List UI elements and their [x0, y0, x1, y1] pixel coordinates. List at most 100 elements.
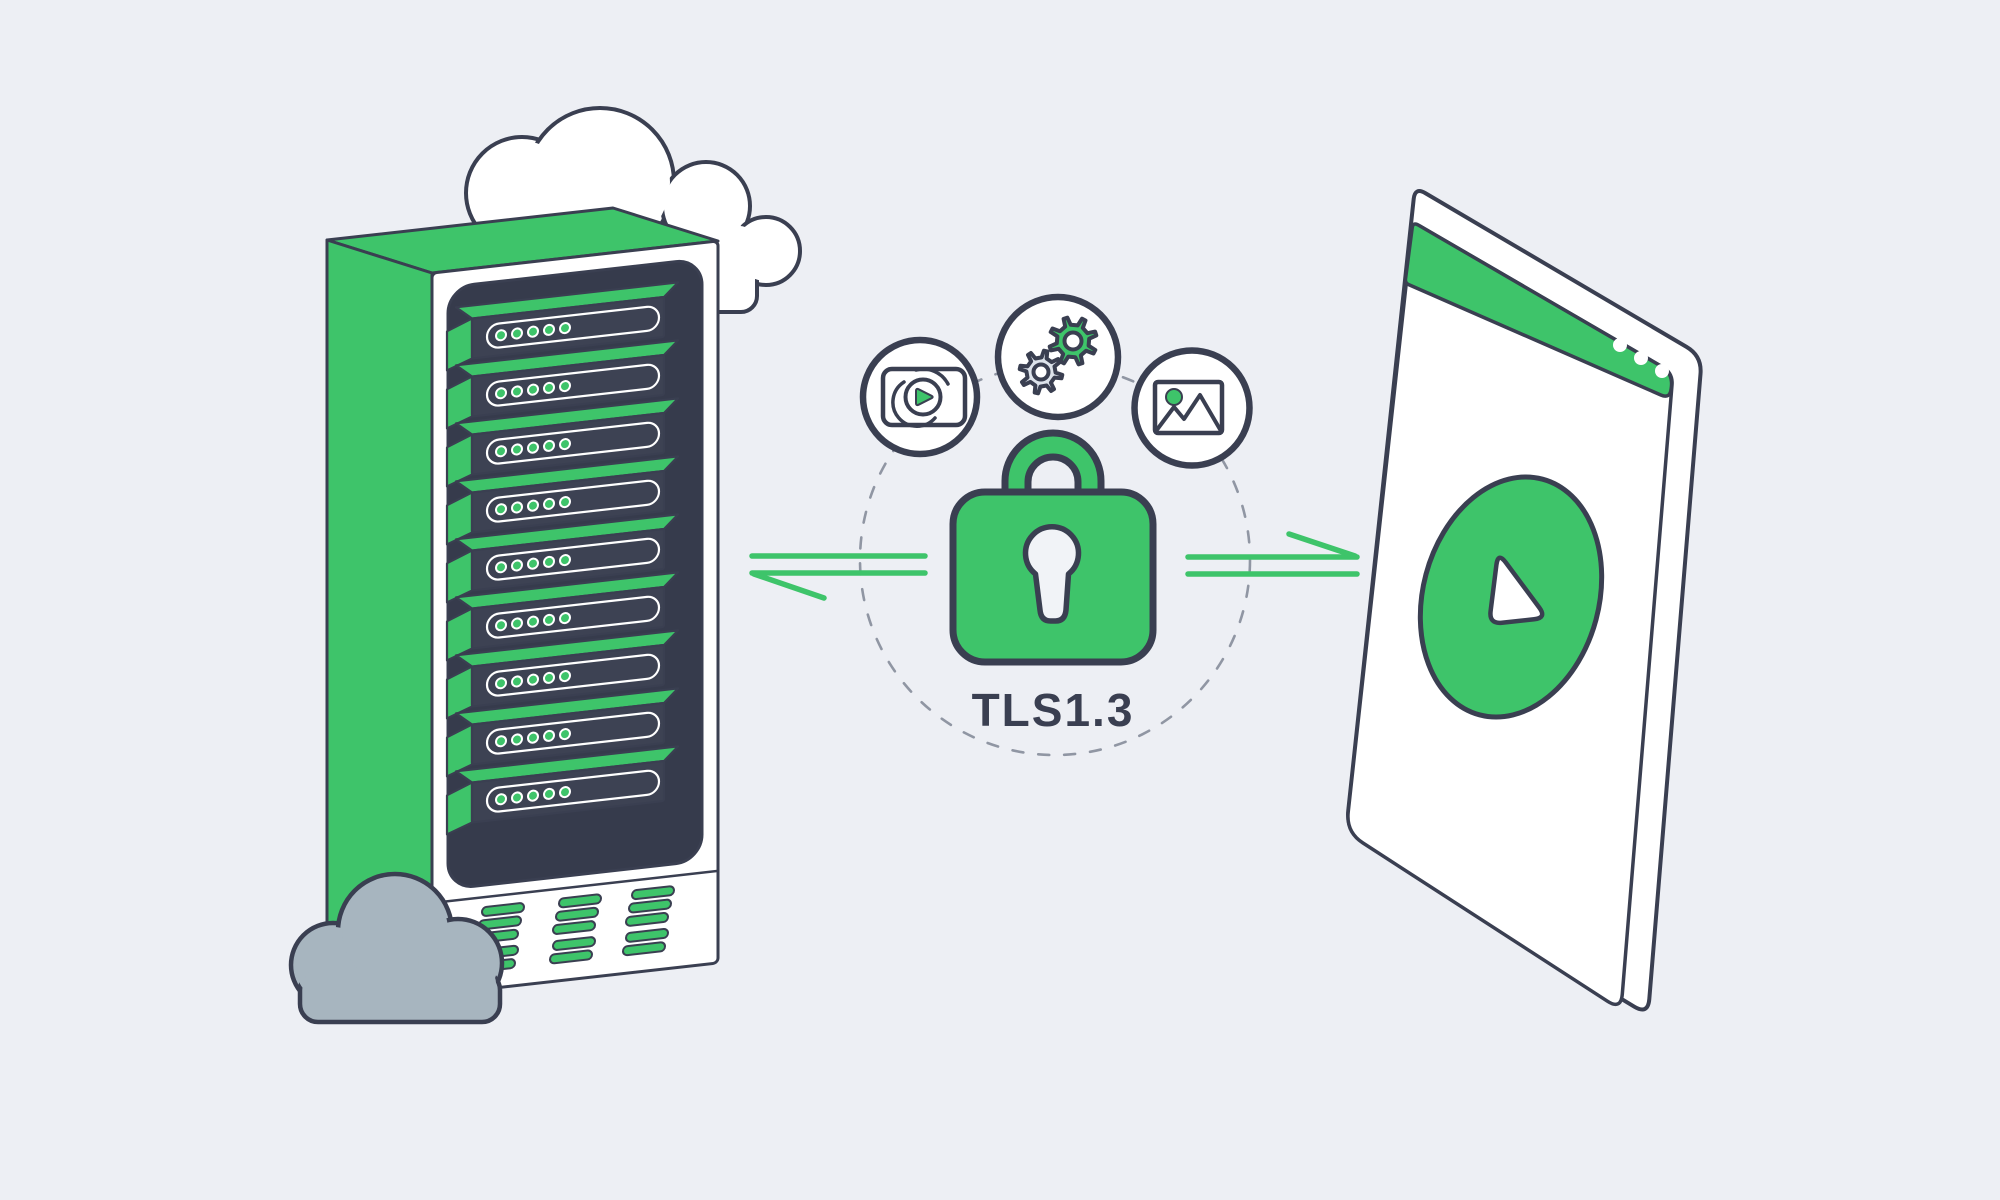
- vent-slat: [549, 949, 593, 965]
- blade-led: [511, 327, 523, 340]
- blade-led: [543, 323, 555, 336]
- blade-led: [527, 557, 539, 570]
- vent-slat: [625, 927, 669, 943]
- video-arc: [914, 367, 950, 386]
- window-dot: [1634, 351, 1648, 365]
- blade-led: [527, 325, 539, 338]
- server-blade: [445, 513, 680, 604]
- blade-led: [511, 733, 523, 746]
- video-arc: [891, 380, 937, 428]
- blade-led: [559, 612, 571, 625]
- blade-led: [543, 671, 555, 684]
- server-front: [430, 239, 720, 996]
- blade-led: [527, 615, 539, 628]
- tls-lock: TLS1.3: [949, 429, 1157, 736]
- gray-cloud: [288, 871, 505, 1025]
- blade-led: [495, 503, 507, 516]
- server-base-seam: [430, 869, 720, 905]
- server-blade: [445, 687, 680, 778]
- device-title-bar: [1403, 222, 1674, 398]
- server-blade: [445, 455, 680, 546]
- blade-led: [543, 381, 555, 394]
- image-mountains: [1154, 393, 1223, 433]
- arrow-left: [749, 553, 928, 601]
- server-blade: [445, 745, 680, 836]
- blade-led: [559, 728, 571, 741]
- transfer-arrows: [749, 531, 1360, 601]
- server-rack: [325, 206, 720, 996]
- server-blade: [445, 339, 680, 430]
- lock-keyhole: [1022, 524, 1082, 624]
- blade-slot: [485, 769, 661, 813]
- blade-led: [511, 501, 523, 514]
- blade-led: [559, 554, 571, 567]
- arrow-barb: [1286, 531, 1358, 559]
- vent-slat: [558, 893, 602, 909]
- blade-led: [527, 499, 539, 512]
- blade-slot: [485, 479, 661, 523]
- gear-hub: [1062, 330, 1084, 352]
- badge-image: [1131, 347, 1253, 469]
- badge-gears: [994, 293, 1122, 421]
- blade-led: [559, 786, 571, 799]
- server-blade: [445, 397, 680, 488]
- lock-shackle: [1001, 429, 1105, 514]
- blade-led: [511, 791, 523, 804]
- blade-led: [543, 787, 555, 800]
- vent-group: [622, 885, 675, 957]
- blade-slot: [485, 305, 661, 349]
- blade-led: [511, 675, 523, 688]
- image-icon: [1152, 379, 1225, 436]
- gear-hub: [1031, 362, 1051, 382]
- blade-led: [527, 441, 539, 454]
- server-blade: [445, 571, 680, 662]
- blade-slot: [485, 363, 661, 407]
- vent-slat: [552, 936, 596, 951]
- arrow-right: [1185, 531, 1360, 577]
- blade-led: [495, 677, 507, 690]
- client-device: [1346, 189, 1703, 1012]
- blade-led: [543, 729, 555, 742]
- blade-led: [559, 496, 571, 509]
- badge-video: [859, 336, 981, 458]
- blade-slot: [485, 595, 661, 639]
- cloud-fill: [304, 968, 496, 1018]
- blade-led: [527, 383, 539, 396]
- blade-slot: [485, 711, 661, 755]
- blade-led: [495, 387, 507, 400]
- blade-led: [495, 445, 507, 458]
- blade-led: [543, 555, 555, 568]
- window-dot: [1655, 364, 1669, 378]
- badge-circle: [994, 293, 1122, 421]
- blade-led: [511, 617, 523, 630]
- image-sun-dot: [1165, 388, 1183, 406]
- blade-led: [511, 385, 523, 398]
- server-blade: [445, 629, 680, 720]
- blade-led: [559, 438, 571, 451]
- vent-slat: [628, 898, 672, 914]
- blade-slot: [485, 653, 661, 697]
- vent-slat: [481, 902, 525, 917]
- blade-led: [543, 497, 555, 510]
- blade-led: [559, 670, 571, 683]
- blade-led: [527, 673, 539, 686]
- vent-slat: [555, 906, 599, 922]
- blade-slot: [485, 421, 661, 465]
- play-icon: [915, 387, 934, 407]
- vent-group: [549, 893, 602, 965]
- play-icon: [1488, 555, 1545, 626]
- blade-led: [495, 561, 507, 574]
- vent-slat: [625, 911, 669, 927]
- blade-led: [559, 380, 571, 393]
- blade-slot: [485, 537, 661, 581]
- blade-led: [511, 443, 523, 456]
- arrow-barb: [751, 571, 827, 601]
- window-dot: [1613, 338, 1627, 352]
- blade-led: [543, 613, 555, 626]
- blade-led: [511, 559, 523, 572]
- blade-led: [495, 619, 507, 632]
- vent-slat: [631, 885, 675, 901]
- blade-led: [527, 789, 539, 802]
